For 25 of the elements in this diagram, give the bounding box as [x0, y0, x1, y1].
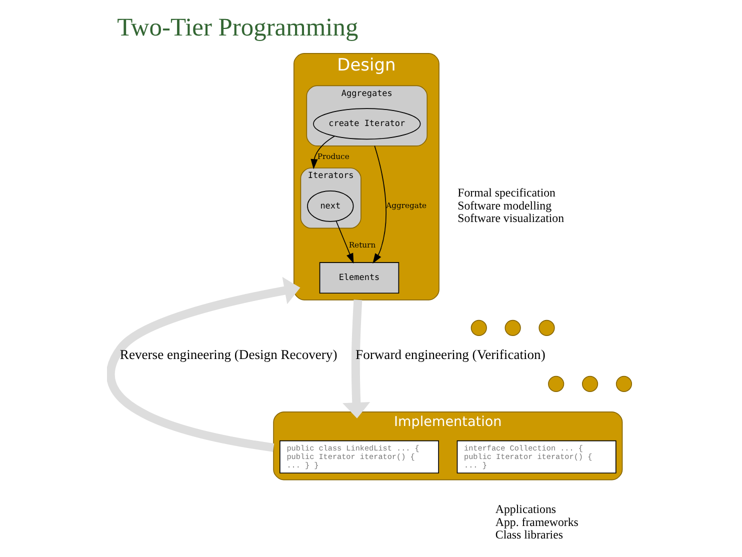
node-label: Software modelling	[458, 198, 552, 212]
diagram-title: Two-Tier Programming	[117, 12, 358, 42]
arrow	[372, 146, 387, 264]
edge-label: Return	[348, 240, 376, 250]
arrow	[336, 220, 354, 264]
node-circle	[616, 376, 632, 392]
node-circle	[470, 320, 487, 336]
node-circle	[548, 376, 564, 392]
node-box: Elements	[319, 262, 400, 294]
node-circle	[504, 320, 521, 336]
edge-label: Produce	[317, 152, 350, 161]
node-label: Class libraries	[495, 528, 563, 542]
edge-label: Aggregate	[386, 201, 427, 210]
arrow	[342, 300, 370, 418]
node-label: App. frameworks	[495, 514, 578, 529]
edge-label: Reverse engineering (Design Recovery)	[120, 347, 338, 362]
node-circle	[582, 376, 598, 392]
node-label: Formal specification	[458, 186, 556, 200]
node-ellipse: create Iterator	[313, 108, 421, 140]
node-ellipse: next	[307, 190, 354, 222]
node-circle	[538, 320, 555, 336]
node-label: Applications	[495, 502, 556, 516]
node-label: Software visualization	[458, 211, 564, 226]
arrow	[107, 276, 300, 452]
edge-label: Forward engineering (Verification)	[356, 347, 546, 362]
